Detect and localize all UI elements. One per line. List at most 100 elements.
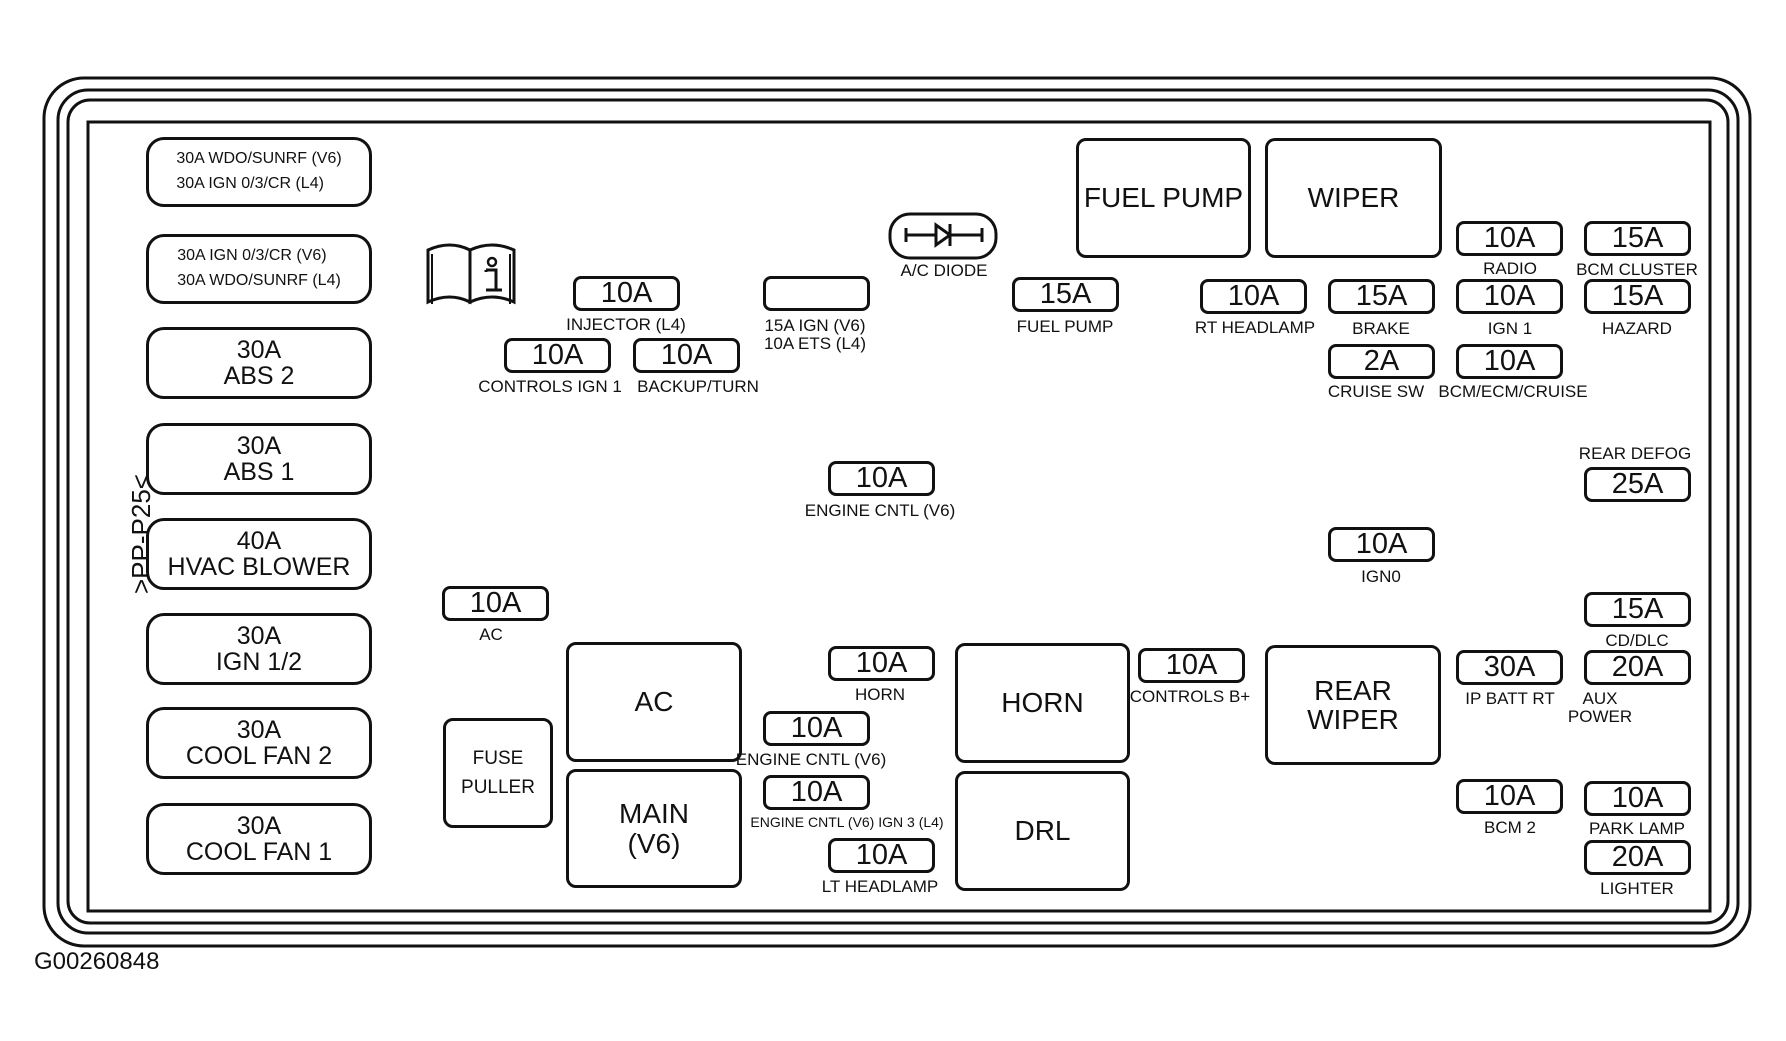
fuse-abs-2-name: ABS 2 bbox=[223, 362, 295, 390]
fuse-controls-b: 10A bbox=[1138, 648, 1245, 683]
fuse-left-1-line2: 30A IGN 0/3/CR (L4) bbox=[176, 175, 324, 192]
fuse-ign1-label: IGN 1 bbox=[1487, 319, 1533, 338]
relay-main-text: MAIN (V6) bbox=[619, 798, 689, 859]
fuse-aux-power-rating: 20A bbox=[1611, 651, 1664, 683]
fuse-backup-turn: 10A bbox=[633, 338, 740, 373]
relay-drl-text: DRL bbox=[1014, 815, 1071, 847]
relay-ac-text: AC bbox=[634, 686, 674, 718]
fuse-ip-batt-rt: 30A bbox=[1456, 650, 1563, 685]
relay-wiper: WIPER bbox=[1265, 138, 1442, 258]
ac-diode-label: A/C DIODE bbox=[900, 261, 988, 280]
fuse-bcm-cluster-rating: 15A bbox=[1611, 222, 1664, 254]
fuse-ign0-rating: 10A bbox=[1355, 528, 1408, 560]
fuse-brake-rating: 15A bbox=[1355, 280, 1408, 312]
fuse-abs-2-rating: 30A bbox=[236, 335, 282, 364]
fuse-fuel-pump: 15A bbox=[1012, 277, 1119, 312]
fuse-bcm-ecm-cruise-label: BCM/ECM/CRUISE bbox=[1438, 382, 1588, 401]
fuse-rear-defog: 25A bbox=[1584, 467, 1691, 502]
fuse-rear-defog-rating: 25A bbox=[1611, 468, 1664, 500]
fuse-brake-label: BRAKE bbox=[1352, 319, 1410, 338]
fuse-bcm2: 10A bbox=[1456, 779, 1563, 814]
fuse-controls-ign1-label: CONTROLS IGN 1 bbox=[478, 377, 622, 396]
fuse-puller: FUSE PULLER bbox=[443, 718, 553, 828]
fuse-injector: 10A bbox=[573, 276, 680, 311]
fuse-hazard-rating: 15A bbox=[1611, 280, 1664, 312]
fuse-horn-rating: 10A bbox=[855, 647, 908, 679]
fuse-bcm-ecm-cruise: 10A bbox=[1456, 344, 1563, 379]
fuse-lighter: 20A bbox=[1584, 840, 1691, 875]
fuse-abs-1-rating: 30A bbox=[236, 431, 282, 460]
fuse-controls-ign1-rating: 10A bbox=[531, 339, 584, 371]
fuse-engine-cntl-ign3: 10A bbox=[763, 775, 870, 810]
fuse-aux-power-label: AUX POWER bbox=[1567, 689, 1633, 726]
relay-fuel-pump-text: FUEL PUMP bbox=[1083, 182, 1244, 214]
fuse-park-lamp: 10A bbox=[1584, 781, 1691, 816]
fuse-ip-batt-rt-label: IP BATT RT bbox=[1465, 689, 1555, 708]
fuse-left-2: 30A IGN 0/3/CR (V6) 30A WDO/SUNRF (L4) bbox=[146, 234, 372, 304]
fuse-ip-batt-rt-rating: 30A bbox=[1483, 651, 1536, 683]
book-icon bbox=[426, 243, 516, 305]
fuse-cd-dlc: 15A bbox=[1584, 592, 1691, 627]
fuse-engine-cntl-ign3-rating: 10A bbox=[790, 776, 843, 808]
fuse-ign1-rating: 10A bbox=[1483, 280, 1536, 312]
fuse-bcm-cluster-label: BCM CLUSTER bbox=[1576, 260, 1698, 279]
fuse-controls-b-rating: 10A bbox=[1165, 649, 1218, 681]
fuse-abs-1-name: ABS 1 bbox=[223, 458, 295, 486]
fuse-engine-cntl-v6-a-rating: 10A bbox=[855, 462, 908, 494]
fuse-backup-turn-rating: 10A bbox=[660, 339, 713, 371]
relay-ac: AC bbox=[566, 642, 742, 762]
fuse-ign-ets bbox=[763, 276, 870, 311]
fuse-lighter-label: LIGHTER bbox=[1600, 879, 1674, 898]
fuse-ac-label: AC bbox=[479, 625, 503, 644]
fuse-brake: 15A bbox=[1328, 279, 1435, 314]
fuse-engine-cntl-v6-b: 10A bbox=[763, 711, 870, 746]
fuse-ac: 10A bbox=[442, 586, 549, 621]
fuse-engine-cntl-v6-b-label: ENGINE CNTL (V6) bbox=[735, 750, 887, 769]
fuse-controls-b-label: CONTROLS B+ bbox=[1129, 687, 1251, 706]
fuse-cruise-sw-rating: 2A bbox=[1363, 345, 1400, 377]
fuse-left-2-line1: 30A IGN 0/3/CR (V6) bbox=[177, 247, 327, 265]
fuse-injector-label: INJECTOR (L4) bbox=[566, 315, 686, 334]
fuse-engine-cntl-v6-a: 10A bbox=[828, 461, 935, 496]
fuse-rt-headlamp-label: RT HEADLAMP bbox=[1194, 318, 1316, 337]
fuse-fuel-pump-rating: 15A bbox=[1039, 278, 1092, 310]
fuse-rear-defog-label: REAR DEFOG bbox=[1578, 444, 1692, 463]
fuse-hvac-blower-rating: 40A bbox=[236, 526, 282, 555]
fuse-rt-headlamp: 10A bbox=[1200, 279, 1307, 314]
relay-rear-wiper: REAR WIPER bbox=[1265, 645, 1441, 765]
fuse-hazard-label: HAZARD bbox=[1602, 319, 1672, 338]
fuse-ign0: 10A bbox=[1328, 527, 1435, 562]
fuse-hvac-blower-name: HVAC BLOWER bbox=[167, 553, 351, 581]
relay-main: MAIN (V6) bbox=[566, 769, 742, 888]
fuse-left-2-line2: 30A WDO/SUNRF (L4) bbox=[177, 272, 341, 289]
fuse-ign-1-2-rating: 30A bbox=[236, 621, 282, 650]
fuse-ign-ets-label: 15A IGN (V6) 10A ETS (L4) bbox=[763, 316, 867, 353]
fuse-engine-cntl-v6-a-label: ENGINE CNTL (V6) bbox=[804, 501, 956, 520]
relay-horn: HORN bbox=[955, 643, 1130, 763]
fuse-radio-rating: 10A bbox=[1483, 222, 1536, 254]
fuse-rt-headlamp-rating: 10A bbox=[1227, 280, 1280, 312]
relay-fuel-pump: FUEL PUMP bbox=[1076, 138, 1251, 258]
fuse-lt-headlamp: 10A bbox=[828, 838, 935, 873]
fuse-fuel-pump-label: FUEL PUMP bbox=[1016, 317, 1114, 336]
fuse-horn: 10A bbox=[828, 646, 935, 681]
fuse-bcm2-label: BCM 2 bbox=[1484, 818, 1536, 837]
fuse-ign1: 10A bbox=[1456, 279, 1563, 314]
fuse-puller-text: FUSE PULLER bbox=[461, 747, 535, 798]
relay-wiper-text: WIPER bbox=[1307, 182, 1400, 214]
fuse-engine-cntl-ign3-label: ENGINE CNTL (V6) IGN 3 (L4) bbox=[750, 814, 944, 830]
fuse-cruise-sw: 2A bbox=[1328, 344, 1435, 379]
relay-horn-text: HORN bbox=[1001, 687, 1084, 719]
fuse-injector-rating: 10A bbox=[600, 277, 653, 309]
fuse-horn-label: HORN bbox=[854, 685, 906, 704]
fuse-cool-fan-2-name: COOL FAN 2 bbox=[185, 742, 333, 770]
fuse-ign0-label: IGN0 bbox=[1361, 567, 1401, 586]
fuse-lt-headlamp-label: LT HEADLAMP bbox=[821, 877, 939, 896]
fuse-cool-fan-1-name: COOL FAN 1 bbox=[185, 838, 333, 866]
fuse-cool-fan-2-rating: 30A bbox=[236, 715, 282, 744]
fuse-radio: 10A bbox=[1456, 221, 1563, 256]
